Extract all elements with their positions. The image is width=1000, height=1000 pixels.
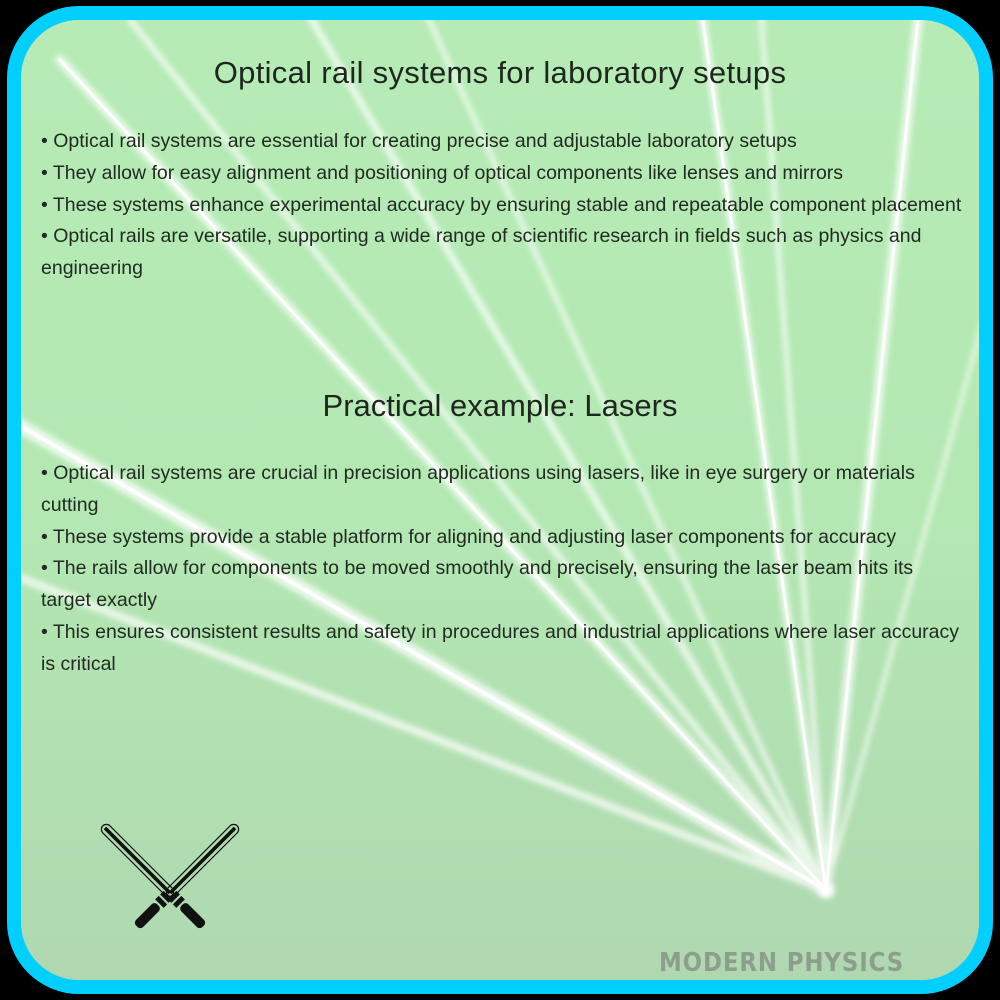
- info-card: Optical rail systems for laboratory setu…: [7, 6, 993, 994]
- lasers-bullet-list: • Optical rail systems are crucial in pr…: [41, 458, 966, 681]
- bullet-item: • These systems enhance experimental acc…: [41, 193, 962, 216]
- optical-rails-bullet-list: • Optical rail systems are essential for…: [41, 126, 966, 285]
- bullet-item: • Optical rail systems are essential for…: [41, 130, 797, 152]
- section-title-optical-rails: Optical rail systems for laboratory setu…: [213, 55, 787, 90]
- bullet-item: • These systems provide a stable platfor…: [41, 525, 897, 548]
- bullet-item: • The rails allow for components to be m…: [41, 557, 914, 612]
- section-title-lasers: Practical example: Lasers: [322, 388, 678, 423]
- brand-watermark: MODERN PHYSICS: [659, 948, 905, 978]
- bullet-item: • Optical rail systems are crucial in pr…: [41, 462, 915, 516]
- card-content: Optical rail systems for laboratory setu…: [21, 20, 979, 980]
- bullet-item: • This ensures consistent results and sa…: [41, 620, 960, 675]
- bullet-item: • Optical rails are versatile, supportin…: [41, 225, 922, 280]
- crossed-lightsabers-icon: [100, 823, 240, 929]
- bullet-item: • They allow for easy alignment and posi…: [41, 161, 844, 184]
